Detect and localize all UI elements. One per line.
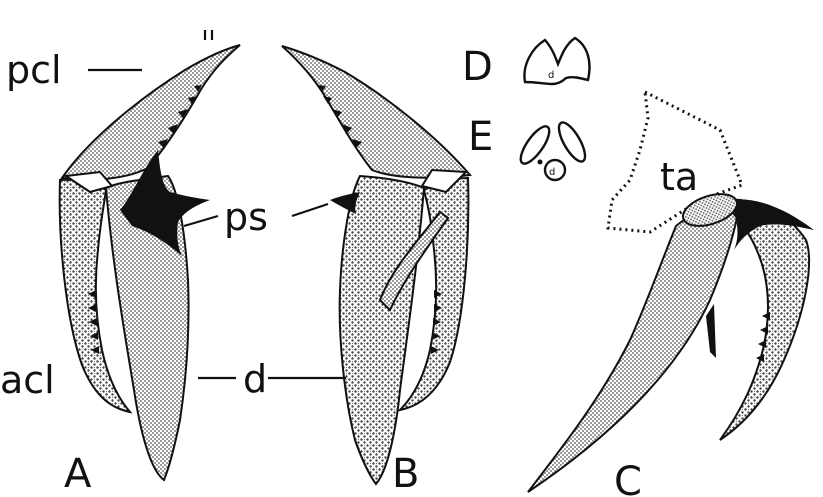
inset-e-label: d	[549, 167, 555, 178]
inset-d-drawing: d	[524, 38, 589, 84]
panel-c-drawing	[528, 92, 814, 492]
panel-label-a: A	[64, 451, 92, 497]
label-acl: acl	[0, 358, 55, 402]
panel-b-drawing	[282, 46, 470, 484]
panel-c-dentary	[528, 200, 740, 492]
panel-label-b: B	[392, 451, 419, 497]
leader-ps-b	[292, 204, 328, 216]
label-pcl: pcl	[6, 48, 62, 92]
panel-a-posterior-claw	[62, 45, 240, 180]
label-d: d	[243, 357, 267, 401]
label-ta: ta	[660, 155, 698, 199]
inset-e-right-oval	[554, 119, 590, 165]
inset-e-left-oval	[516, 122, 554, 167]
panel-label-d: D	[462, 44, 493, 90]
panel-a-drawing	[60, 30, 240, 480]
inset-e-dot	[538, 160, 543, 165]
panel-b-dentary	[340, 176, 424, 484]
panel-a-tick-marks	[205, 30, 212, 40]
inset-d-outline	[524, 38, 589, 84]
panel-label-c: C	[614, 459, 642, 497]
panel-b-posterior-claw	[282, 46, 470, 178]
label-ps: ps	[224, 195, 268, 239]
panel-label-e: E	[468, 114, 493, 160]
inset-d-label: d	[548, 70, 554, 81]
inset-e-drawing: d	[516, 119, 590, 180]
leader-ps-a	[184, 216, 218, 226]
